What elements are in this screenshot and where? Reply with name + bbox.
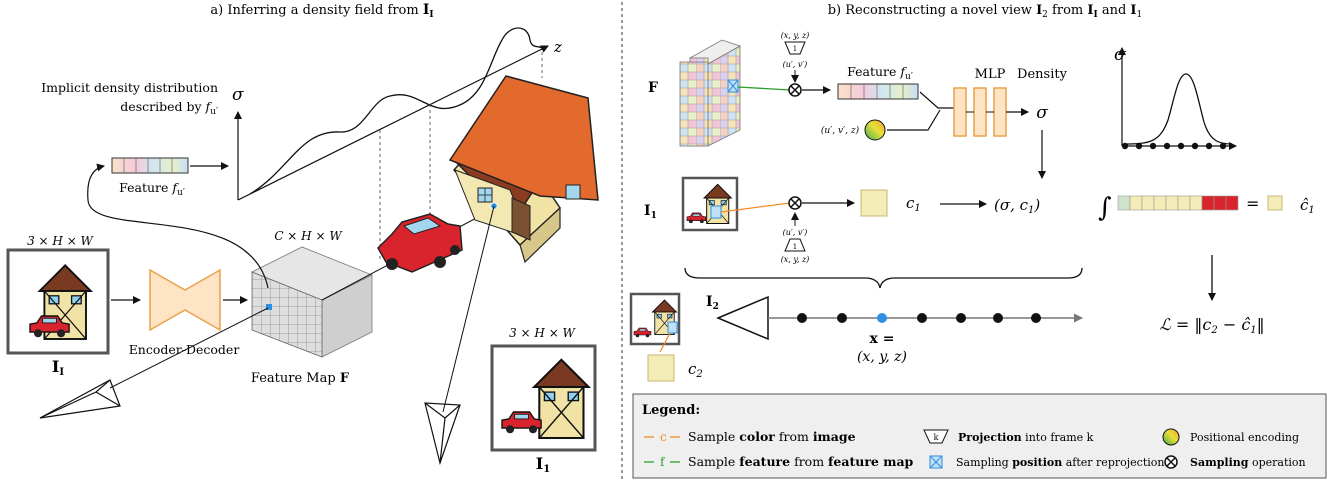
feature-map-label: Feature Map F (251, 371, 350, 386)
feature-sample-line-green (737, 86, 791, 91)
proj-bot-coords: (x, y, z) (781, 255, 810, 264)
z-label: z (553, 38, 562, 56)
feature-volume (679, 39, 741, 147)
legend-projection-icon (923, 429, 949, 444)
feature-dims-label: C × H × W (274, 229, 343, 243)
scene-car (377, 213, 463, 273)
sigma-c1-pair: (σ, c1) (994, 196, 1040, 216)
pe-to-mlp-line (887, 109, 941, 131)
legend-pe-icon (1162, 428, 1180, 446)
encoder-decoder-block (149, 268, 221, 332)
feature-map-sample-point (266, 304, 272, 310)
F-label: F (648, 80, 658, 96)
positional-encoding-icon (864, 119, 886, 141)
z-axis (237, 45, 549, 201)
proj-top-coords: (x, y, z) (781, 31, 810, 40)
proj-top-icon (784, 41, 806, 55)
scene-house (448, 75, 599, 264)
color-c2-box (647, 354, 675, 382)
c1hat-box (1267, 195, 1283, 211)
encoder-decoder-label: Encoder-Decoder (129, 342, 240, 357)
c2-sample-line (659, 332, 671, 353)
legend-proj-k: k (934, 433, 939, 442)
feature-sample-curve (87, 163, 269, 289)
c1-label: c1 (906, 194, 921, 214)
legend-sampling-op-text: Sampling operation (1190, 456, 1306, 469)
legend-box (632, 393, 1327, 479)
loss-formula: ℒ = ‖c2 − ĉ1‖ (1159, 315, 1264, 336)
feature-vector-left-cells (123, 158, 173, 173)
ray-I2-label: I2 (706, 294, 719, 312)
I2-sample-pos-icon (667, 321, 678, 334)
legend-projection-entry: k Projection into frame k (923, 429, 1094, 444)
mlp-label: MLP (975, 67, 1006, 82)
camera-I1-frustum (424, 402, 461, 466)
feature-vector-left (111, 157, 189, 174)
feature-vector-right-cells (850, 84, 904, 99)
legend-sampling-position-text: Sampling position after reprojection (956, 456, 1164, 469)
density-curve-left (249, 27, 545, 195)
proj-top-uv: (u′, v′) (783, 60, 808, 69)
mlp-layer-2 (973, 87, 987, 137)
legend-f-marker: f (660, 455, 666, 469)
I1-label: I1 (536, 454, 550, 475)
grouping-brace (684, 267, 1083, 289)
proj-top-k: 1 (793, 45, 797, 53)
mlp-layer-3 (993, 87, 1007, 137)
legend-sampling-op-entry: Sampling operation (1164, 455, 1306, 469)
feature-label-left: Feature fu′ (119, 180, 185, 198)
sigma-label-left: σ (232, 85, 244, 105)
sigma-plot-label: σ (1114, 45, 1126, 65)
input-dims-label: 3 × H × W (27, 234, 94, 248)
left-panel-title: a) Inferring a density field from II (210, 2, 433, 20)
legend-c-marker: c (660, 430, 667, 444)
row-I1-label: I1 (644, 203, 657, 221)
equals-sign: = (1246, 194, 1259, 213)
legend-feature-text: Sample feature from feature map (688, 454, 914, 469)
camera-ray (109, 307, 269, 389)
legend-feature-entry: f Sample feature from feature map (644, 454, 914, 469)
I1-dims-label: 3 × H × W (509, 326, 576, 340)
I1-camera-ray (442, 205, 495, 413)
xyz-label: (x, y, z) (857, 349, 907, 365)
legend-pe-entry: Positional encoding (1162, 428, 1299, 446)
legend-color-entry: c Sample color from image (644, 429, 856, 444)
implicit-density-line2: described by fu′ (120, 99, 218, 117)
color-sample-line-orange (720, 202, 791, 213)
I2-camera-icon (716, 295, 769, 341)
c2-label: c2 (688, 360, 703, 380)
input-image-label: II (52, 357, 64, 378)
proj-bot-uv: (u′, v′) (783, 228, 808, 237)
density-label: Density (1017, 67, 1068, 82)
feature-map-front-face (251, 271, 323, 358)
legend-title: Legend: (642, 403, 700, 418)
mlp-layer-1 (953, 87, 967, 137)
color-c1-box (860, 189, 888, 217)
camera-II-frustum (39, 379, 121, 419)
sigma-plot-curve (1123, 73, 1233, 145)
sigma-output: σ (1036, 103, 1048, 123)
feature-label-right: Feature fu′ (847, 64, 913, 82)
legend-pe-text: Positional encoding (1190, 431, 1299, 444)
right-panel-title: b) Reconstructing a novel view I2 from I… (828, 3, 1143, 20)
ray-samples (797, 313, 1041, 323)
legend-sampling-position-entry: Sampling position after reprojection (929, 455, 1164, 469)
c1hat-label: ĉ1 (1300, 196, 1315, 216)
proj-bot-icon (784, 238, 806, 252)
row-I1-sample-pos-icon (710, 205, 722, 219)
feature-vector-right (837, 83, 919, 100)
x-equals-label: x = (870, 331, 895, 347)
feature-to-mlp-line (919, 91, 954, 109)
implicit-density-line1: Implicit density distribution (41, 80, 218, 95)
integral-symbol: ∫ (1098, 193, 1112, 223)
proj-bot-k: 1 (793, 243, 797, 251)
color-strip (1117, 195, 1239, 211)
legend-projection-text: Projection into frame k (958, 431, 1094, 444)
sigma-plot-samples (1121, 142, 1227, 150)
legend-color-text: Sample color from image (688, 429, 856, 444)
pe-input-label: (u′, v′, z) (821, 125, 860, 136)
